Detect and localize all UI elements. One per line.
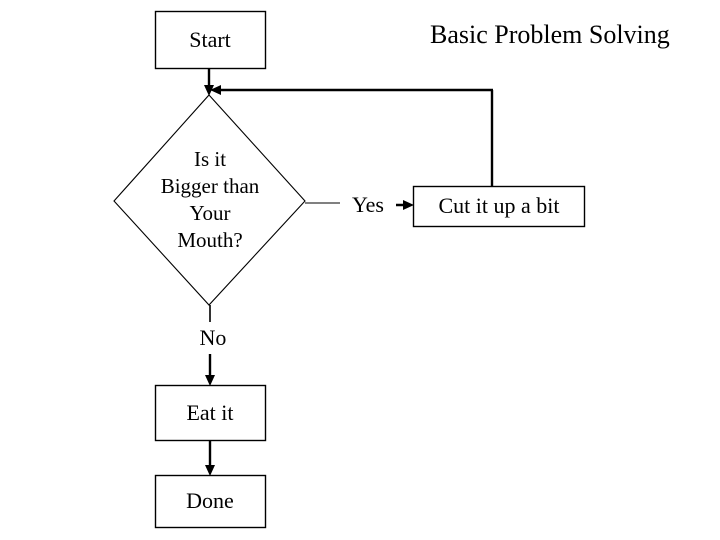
- node-eat-shape[interactable]: [154, 384, 267, 442]
- node-start-shape[interactable]: [154, 10, 267, 70]
- arrowhead-eat-to-done: [205, 465, 215, 476]
- arrowhead-no-to-eat: [205, 375, 215, 386]
- arrowhead-yes-to-cut: [403, 200, 414, 210]
- arrowhead-start-to-decision: [204, 85, 214, 96]
- node-cut-shape[interactable]: [412, 185, 586, 228]
- node-done-shape[interactable]: [154, 474, 267, 529]
- arrowhead-cut-to-decision: [210, 85, 221, 95]
- node-decision-shape[interactable]: [113, 94, 306, 306]
